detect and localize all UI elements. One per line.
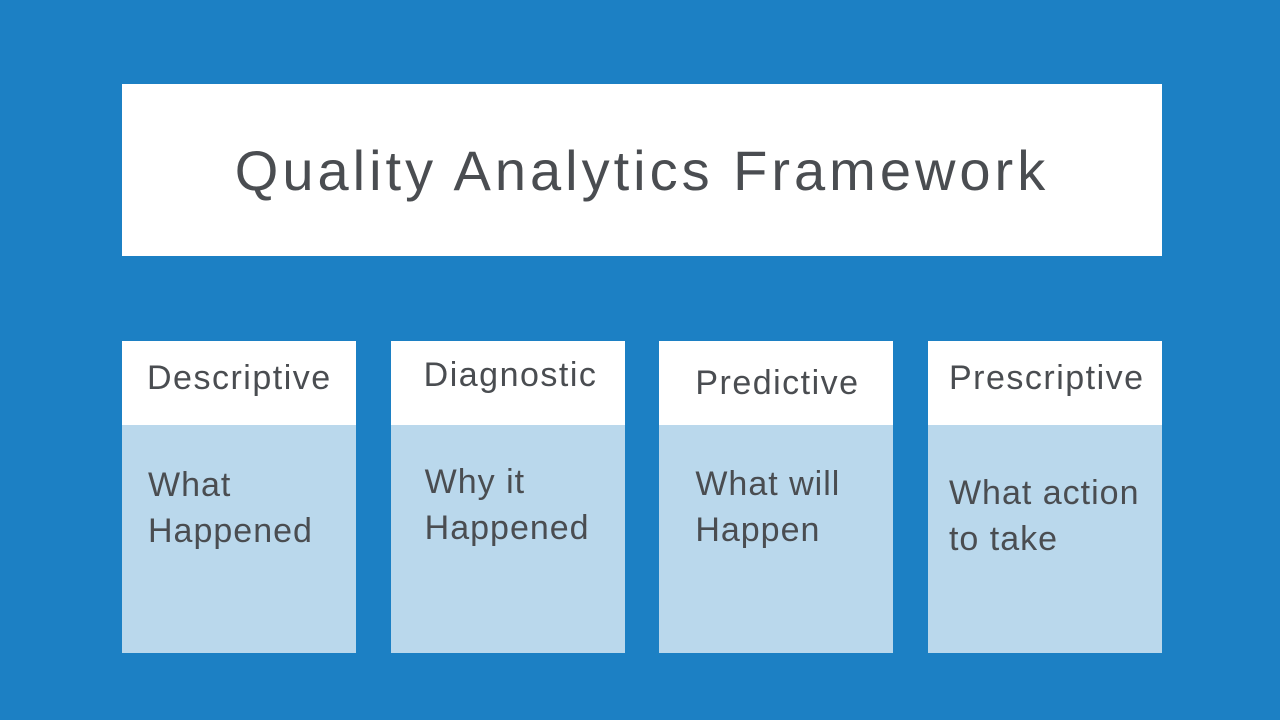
card-header-label: Diagnostic <box>390 341 625 425</box>
title-panel: Quality Analytics Framework <box>122 84 1162 256</box>
card-body-text: What action to take <box>927 425 1162 653</box>
card-diagnostic: Diagnostic Why it Happened <box>390 341 625 653</box>
card-body-text: What Happened <box>122 425 356 653</box>
card-predictive: Predictive What will Happen <box>659 341 894 653</box>
card-header-label: Predictive <box>659 341 894 425</box>
card-prescriptive: Prescriptive What action to take <box>927 341 1162 653</box>
card-header-label: Descriptive <box>122 341 356 425</box>
slide-title: Quality Analytics Framework <box>234 138 1050 202</box>
card-body-text: Why it Happened <box>390 425 625 653</box>
card-header-label: Prescriptive <box>927 341 1162 425</box>
cards-row: Descriptive What Happened Diagnostic Why… <box>122 341 1162 653</box>
card-body-text: What will Happen <box>659 425 894 653</box>
card-descriptive: Descriptive What Happened <box>122 341 356 653</box>
